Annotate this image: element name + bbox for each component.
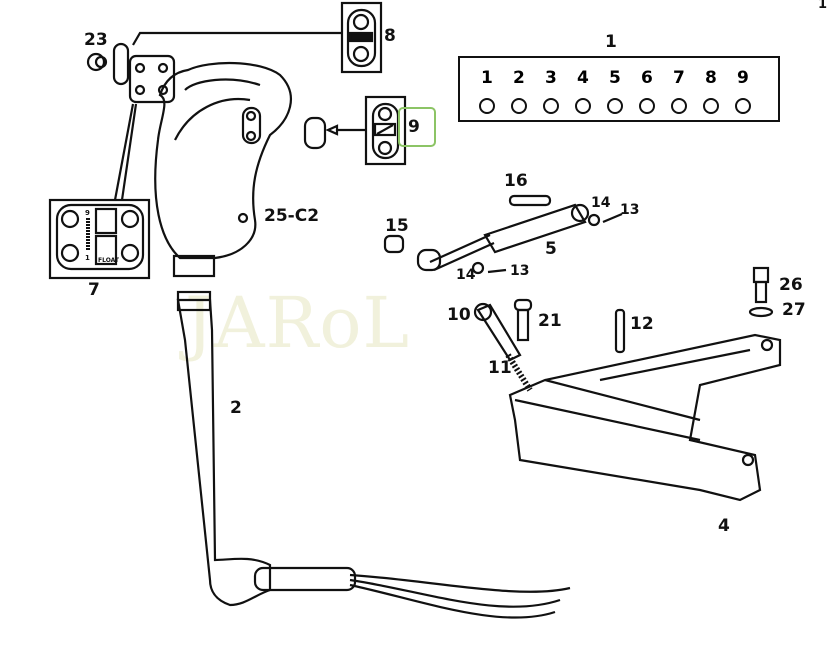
label-8: 8 [384,26,396,46]
legend-title: 1 [605,32,617,52]
bracket-4 [508,333,782,502]
pin-12 [614,308,626,354]
legend-circle [607,98,623,114]
legend-circle [575,98,591,114]
decal-float-text: FLOAT [98,257,119,264]
legend-number: 7 [673,68,685,88]
label-13-top: 13 [620,202,640,218]
legend-circle [735,98,751,114]
screw-21 [513,298,533,342]
label-12: 12 [630,314,654,334]
legend-number: 9 [737,68,749,88]
lever-2 [176,290,571,619]
screw-10-spring-11 [473,302,533,392]
label-26: 26 [779,275,803,295]
label-4: 4 [718,516,730,536]
legend-number: 5 [609,68,621,88]
legend-circle [543,98,559,114]
legend-number: 8 [705,68,717,88]
highlight-box [398,107,436,147]
legend-circle [639,98,655,114]
gasket [112,42,176,104]
legend-circle [479,98,495,114]
legend-circle [703,98,719,114]
bolt-26-washer-27 [748,266,774,318]
label-14-top: 14 [591,195,611,211]
label-25-c2: 25-C2 [264,206,320,226]
legend-number: 4 [577,68,589,88]
label-7: 7 [88,280,100,300]
label-9[interactable]: 9 [408,117,420,137]
legend-number: 3 [545,68,557,88]
legend-circle [671,98,687,114]
label-2: 2 [230,398,242,418]
label-23: 23 [84,30,108,50]
label-13-bottom: 13 [510,263,530,279]
label-15: 15 [385,216,409,236]
corner-mark: 1 [818,0,828,12]
legend-number: 2 [513,68,525,88]
control-knob [154,62,292,278]
label-5: 5 [545,239,557,259]
switch-cap-23 [86,52,108,72]
label-16: 16 [504,171,528,191]
label-10: 10 [447,305,471,325]
decal-9-text: 9 [85,209,90,217]
label-14-bottom: 14 [456,267,476,283]
legend-number: 6 [641,68,653,88]
label-27: 27 [782,300,806,320]
decal-1-text: 1 [85,254,90,262]
decal-9 [303,95,407,166]
watermark: JARoL [185,282,410,364]
label-21: 21 [538,311,562,331]
decal-8 [132,1,383,74]
legend-circle [511,98,527,114]
legend-number: 1 [481,68,493,88]
label-11: 11 [488,358,512,378]
decal-7 [48,103,151,280]
gas-strut-5 [383,194,623,275]
